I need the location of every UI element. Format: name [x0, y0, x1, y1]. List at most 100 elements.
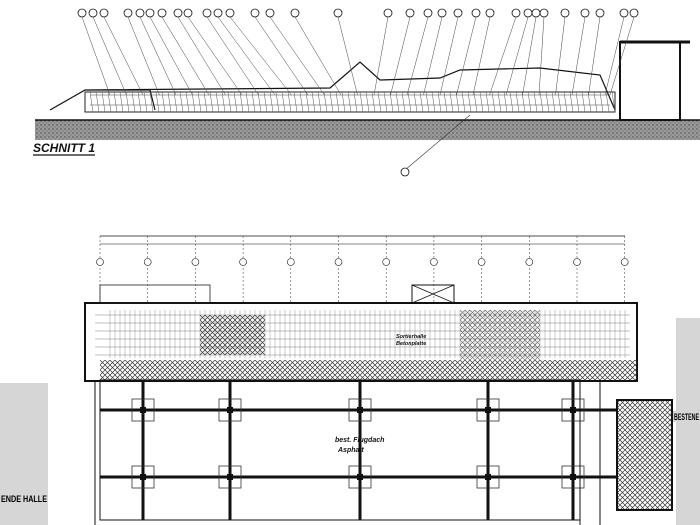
machinery-detail [461, 91, 466, 113]
machinery-detail [485, 91, 490, 113]
section-elevation: SCHNITT 1 [33, 8, 700, 177]
leader-line [217, 16, 276, 96]
machinery-detail [95, 91, 100, 113]
item-balloon [265, 8, 275, 18]
machinery-detail [437, 91, 442, 113]
machinery-detail [575, 91, 580, 113]
machinery-frame [84, 91, 616, 113]
machinery-detail [401, 91, 406, 113]
machinery-detail [125, 91, 130, 113]
column-footing [131, 398, 155, 422]
machinery-detail [293, 91, 298, 113]
column [140, 407, 146, 413]
machinery-detail [131, 91, 136, 113]
machinery-detail [299, 91, 304, 113]
column [357, 474, 363, 480]
machine-block [200, 315, 265, 355]
item-balloon [173, 8, 183, 18]
leader-line [127, 16, 160, 96]
machinery-detail [395, 91, 400, 113]
hall-label-1: Sortierhalle [396, 334, 426, 340]
machinery-detail [353, 91, 358, 113]
axis-balloon [477, 258, 486, 266]
machinery-detail [305, 91, 310, 113]
axis-balloon [143, 258, 152, 266]
machinery-detail [239, 91, 244, 113]
item-balloon [77, 8, 87, 18]
roof-label-2: Asphalt [337, 447, 364, 454]
machinery-detail [155, 91, 160, 113]
machinery-detail [515, 91, 520, 113]
item-balloon [423, 8, 433, 18]
item-balloon [135, 8, 145, 18]
machinery-detail [311, 91, 316, 113]
item-balloon [595, 8, 605, 18]
machinery-detail [545, 91, 550, 113]
machinery-detail [359, 91, 364, 113]
machinery-detail [377, 91, 382, 113]
machinery-detail [341, 91, 346, 113]
leader-line [337, 16, 358, 96]
machinery-detail [467, 91, 472, 113]
column-footing [348, 398, 372, 422]
item-balloon [560, 8, 570, 18]
item-balloon [539, 8, 549, 18]
machinery-detail [101, 91, 106, 113]
leader-line [522, 16, 537, 96]
item-balloon [405, 8, 415, 18]
machinery-detail [137, 91, 142, 113]
machinery-detail [443, 91, 448, 113]
leader-line [571, 16, 586, 96]
machinery-detail [455, 91, 460, 113]
axis-balloon [286, 258, 295, 266]
item-balloons [77, 8, 639, 96]
leader-line [229, 16, 292, 96]
item-balloon [580, 8, 590, 18]
item-balloon [157, 8, 167, 18]
machinery-detail [173, 91, 178, 113]
floor-plan: best. Flugdach Asphalt Sortierhalle Beto… [0, 235, 700, 525]
machinery-detail [275, 91, 280, 113]
axis-balloon [239, 258, 247, 266]
machinery-detail [317, 91, 322, 113]
column-footing [218, 465, 242, 489]
machinery-detail [191, 91, 196, 113]
column-grid [94, 380, 617, 525]
machinery-detail [179, 91, 184, 113]
leader-line [472, 16, 491, 96]
machinery-detail [329, 91, 334, 113]
column [485, 474, 491, 480]
machinery-detail [581, 91, 586, 113]
machinery-detail [281, 91, 286, 113]
item-balloon [88, 8, 98, 18]
leader-line [456, 16, 477, 96]
machinery-detail [215, 91, 220, 113]
leader-line [406, 16, 429, 96]
machinery-detail [413, 91, 418, 113]
section-building [619, 41, 681, 121]
machinery-detail [473, 91, 478, 113]
conveyor-outline [49, 61, 616, 111]
column [227, 474, 233, 480]
axis-balloon [430, 258, 438, 266]
column-footing [561, 465, 585, 489]
machinery-detail [287, 91, 292, 113]
machinery-detail [539, 91, 544, 113]
column [485, 407, 491, 413]
machinery-detail [143, 91, 148, 113]
item-balloon [145, 8, 155, 18]
machinery-detail [611, 91, 616, 113]
axis-balloon [96, 258, 104, 266]
stair-block [616, 399, 673, 511]
axis-balloon [620, 258, 629, 266]
machinery-detail [221, 91, 226, 113]
leader-line [177, 16, 226, 96]
leader-line [149, 16, 193, 96]
column [357, 407, 363, 413]
machinery-detail [263, 91, 268, 113]
item-balloon [437, 8, 447, 18]
item-balloon [333, 8, 343, 18]
machinery-detail [167, 91, 172, 113]
item-balloon [183, 8, 193, 18]
machine-box [411, 284, 455, 304]
